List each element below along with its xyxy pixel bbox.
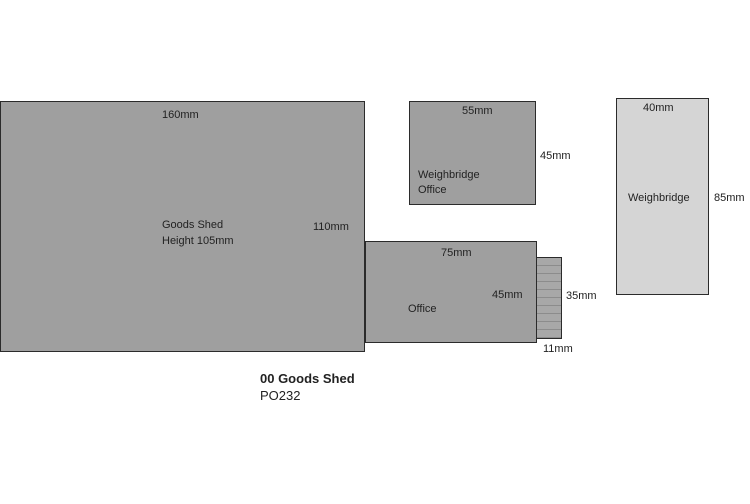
office-depth-label: 45mm [492,289,523,301]
goods-shed-width-label: 160mm [162,109,199,121]
steps-depth-label: 35mm [566,290,597,302]
weighbridge-width-label: 40mm [643,102,674,114]
office-name: Office [408,303,437,315]
weighbridge-office-name-line2: Office [418,184,447,196]
goods-shed-name: Goods Shed [162,219,224,231]
weighbridge-office-width-label: 55mm [462,105,493,117]
office-footprint [365,241,537,343]
office-steps-footprint [536,257,562,339]
weighbridge-office-name-line1: Weighbridge [418,169,480,181]
goods-shed-footprint [0,101,365,352]
product-code: PO232 [260,388,301,403]
goods-shed-height-label: Height 105mm [162,235,234,247]
goods-shed-depth-label: 110mm [313,221,349,233]
weighbridge-office-depth-label: 45mm [540,150,571,162]
weighbridge-name: Weighbridge [628,192,690,204]
product-title: 00 Goods Shed [260,371,355,386]
weighbridge-office-footprint [409,101,536,205]
steps-width-label: 11mm [543,343,573,355]
office-width-label: 75mm [441,247,472,259]
weighbridge-depth-label: 85mm [714,192,745,204]
weighbridge-footprint [616,98,709,295]
